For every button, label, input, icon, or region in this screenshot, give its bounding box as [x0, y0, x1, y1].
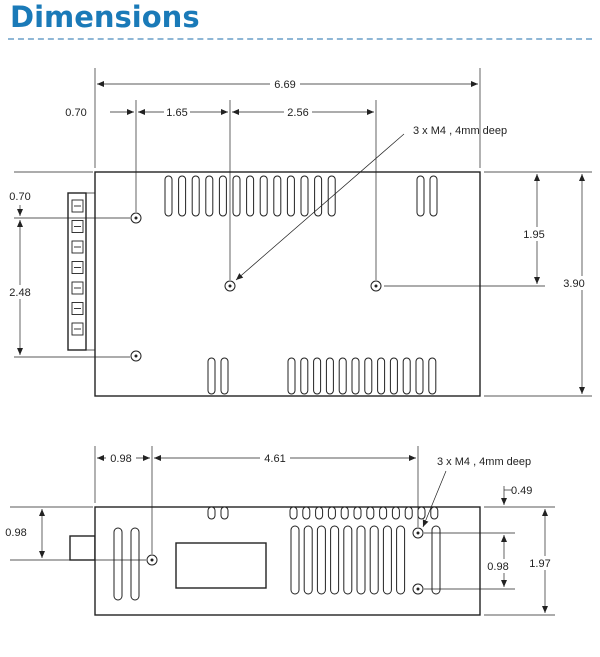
vent-slot — [191, 175, 200, 217]
dim-terminal-height: 2.48 — [9, 287, 30, 299]
vent-slot — [220, 357, 229, 395]
dim-hole-spacing-1: 1.65 — [166, 107, 187, 119]
side-dim-hole-left-offset: 0.98 — [110, 453, 131, 465]
side-dim-hole-vertical-spacing: 0.98 — [487, 561, 508, 573]
vent-slot-top — [430, 506, 439, 520]
dim-overall-height: 3.90 — [563, 278, 584, 290]
vent-slot-top — [353, 506, 362, 520]
vent-slot — [351, 357, 360, 395]
page-title: Dimensions — [10, 0, 200, 34]
vent-slot — [330, 525, 340, 595]
dim-top-hole-offset: 0.70 — [9, 191, 30, 203]
dim-mid-hole-offset: 1.95 — [523, 229, 544, 241]
side-view: 0.98 4.61 3 x M4 , 4mm deep 0.98 0.49 0.… — [5, 446, 560, 616]
vent-slot — [130, 527, 140, 601]
vent-slot — [113, 527, 123, 601]
vent-slot-top — [207, 506, 216, 520]
vent-slot — [377, 357, 386, 395]
vent-slot — [402, 357, 411, 395]
mounting-hole — [412, 527, 424, 539]
vent-slot-top — [391, 506, 400, 520]
terminal-block — [67, 192, 95, 351]
vent-slot — [290, 525, 300, 595]
top-view: 6.69 0.70 1.65 2.56 3 x M4 , 4mm deep 0.… — [6, 68, 594, 397]
vent-slot-top — [302, 506, 311, 520]
vent-slot — [286, 175, 295, 217]
vent-slot — [428, 357, 437, 395]
vent-slot — [429, 175, 438, 217]
dim-overall-width: 6.69 — [274, 79, 295, 91]
vent-slot — [300, 357, 309, 395]
side-hole-callout: 3 x M4 , 4mm deep — [437, 456, 531, 468]
vent-slot — [300, 175, 309, 217]
vent-slot — [396, 525, 406, 595]
mounting-hole — [130, 212, 142, 224]
side-view-body — [94, 506, 481, 616]
vent-slot — [303, 525, 313, 595]
side-dim-left-height: 0.98 — [5, 527, 26, 539]
vent-slot — [389, 357, 398, 395]
mounting-hole — [130, 350, 142, 362]
vent-slot — [207, 357, 216, 395]
dim-hole-left-offset: 0.70 — [65, 107, 86, 119]
side-vent-slots — [113, 506, 441, 601]
vent-slot — [316, 525, 326, 595]
vent-slot-top — [340, 506, 349, 520]
side-connector — [69, 535, 96, 561]
vent-slot-top — [220, 506, 229, 520]
display-window — [175, 542, 267, 589]
vent-slot — [246, 175, 255, 217]
vent-slot — [364, 357, 373, 395]
vent-slot — [218, 175, 227, 217]
vent-slot-top — [379, 506, 388, 520]
vent-slot — [327, 175, 336, 217]
vent-slot — [205, 175, 214, 217]
vent-slot — [431, 525, 441, 595]
vent-slot — [415, 357, 424, 395]
vent-slot — [325, 357, 334, 395]
vent-slot — [259, 175, 268, 217]
vent-slot-top — [417, 506, 426, 520]
vent-slot — [382, 525, 392, 595]
dim-hole-spacing-2: 2.56 — [287, 107, 308, 119]
title-divider — [8, 38, 592, 40]
vent-slot — [164, 175, 173, 217]
vent-slot — [416, 175, 425, 217]
vent-slot — [178, 175, 187, 217]
vent-slot — [369, 525, 379, 595]
top-hole-callout: 3 x M4 , 4mm deep — [413, 125, 507, 137]
vent-slot-top — [327, 506, 336, 520]
vent-slot — [356, 525, 366, 595]
vent-slot-top — [289, 506, 298, 520]
mounting-hole — [224, 280, 236, 292]
side-dim-top-offset: 0.49 — [511, 485, 532, 497]
vent-slot — [287, 357, 296, 395]
top-vent-slots — [164, 175, 438, 395]
vent-slot — [232, 175, 241, 217]
side-dim-overall-height: 1.97 — [529, 558, 550, 570]
mounting-hole — [412, 583, 424, 595]
vent-slot-top — [315, 506, 324, 520]
vent-slot-top — [404, 506, 413, 520]
mounting-hole — [146, 554, 158, 566]
vent-slot — [343, 525, 353, 595]
vent-slot — [273, 175, 282, 217]
vent-slot — [313, 357, 322, 395]
mounting-hole — [370, 280, 382, 292]
vent-slot — [338, 357, 347, 395]
vent-slot-top — [366, 506, 375, 520]
side-dim-hole-spacing: 4.61 — [264, 453, 285, 465]
vent-slot — [314, 175, 323, 217]
